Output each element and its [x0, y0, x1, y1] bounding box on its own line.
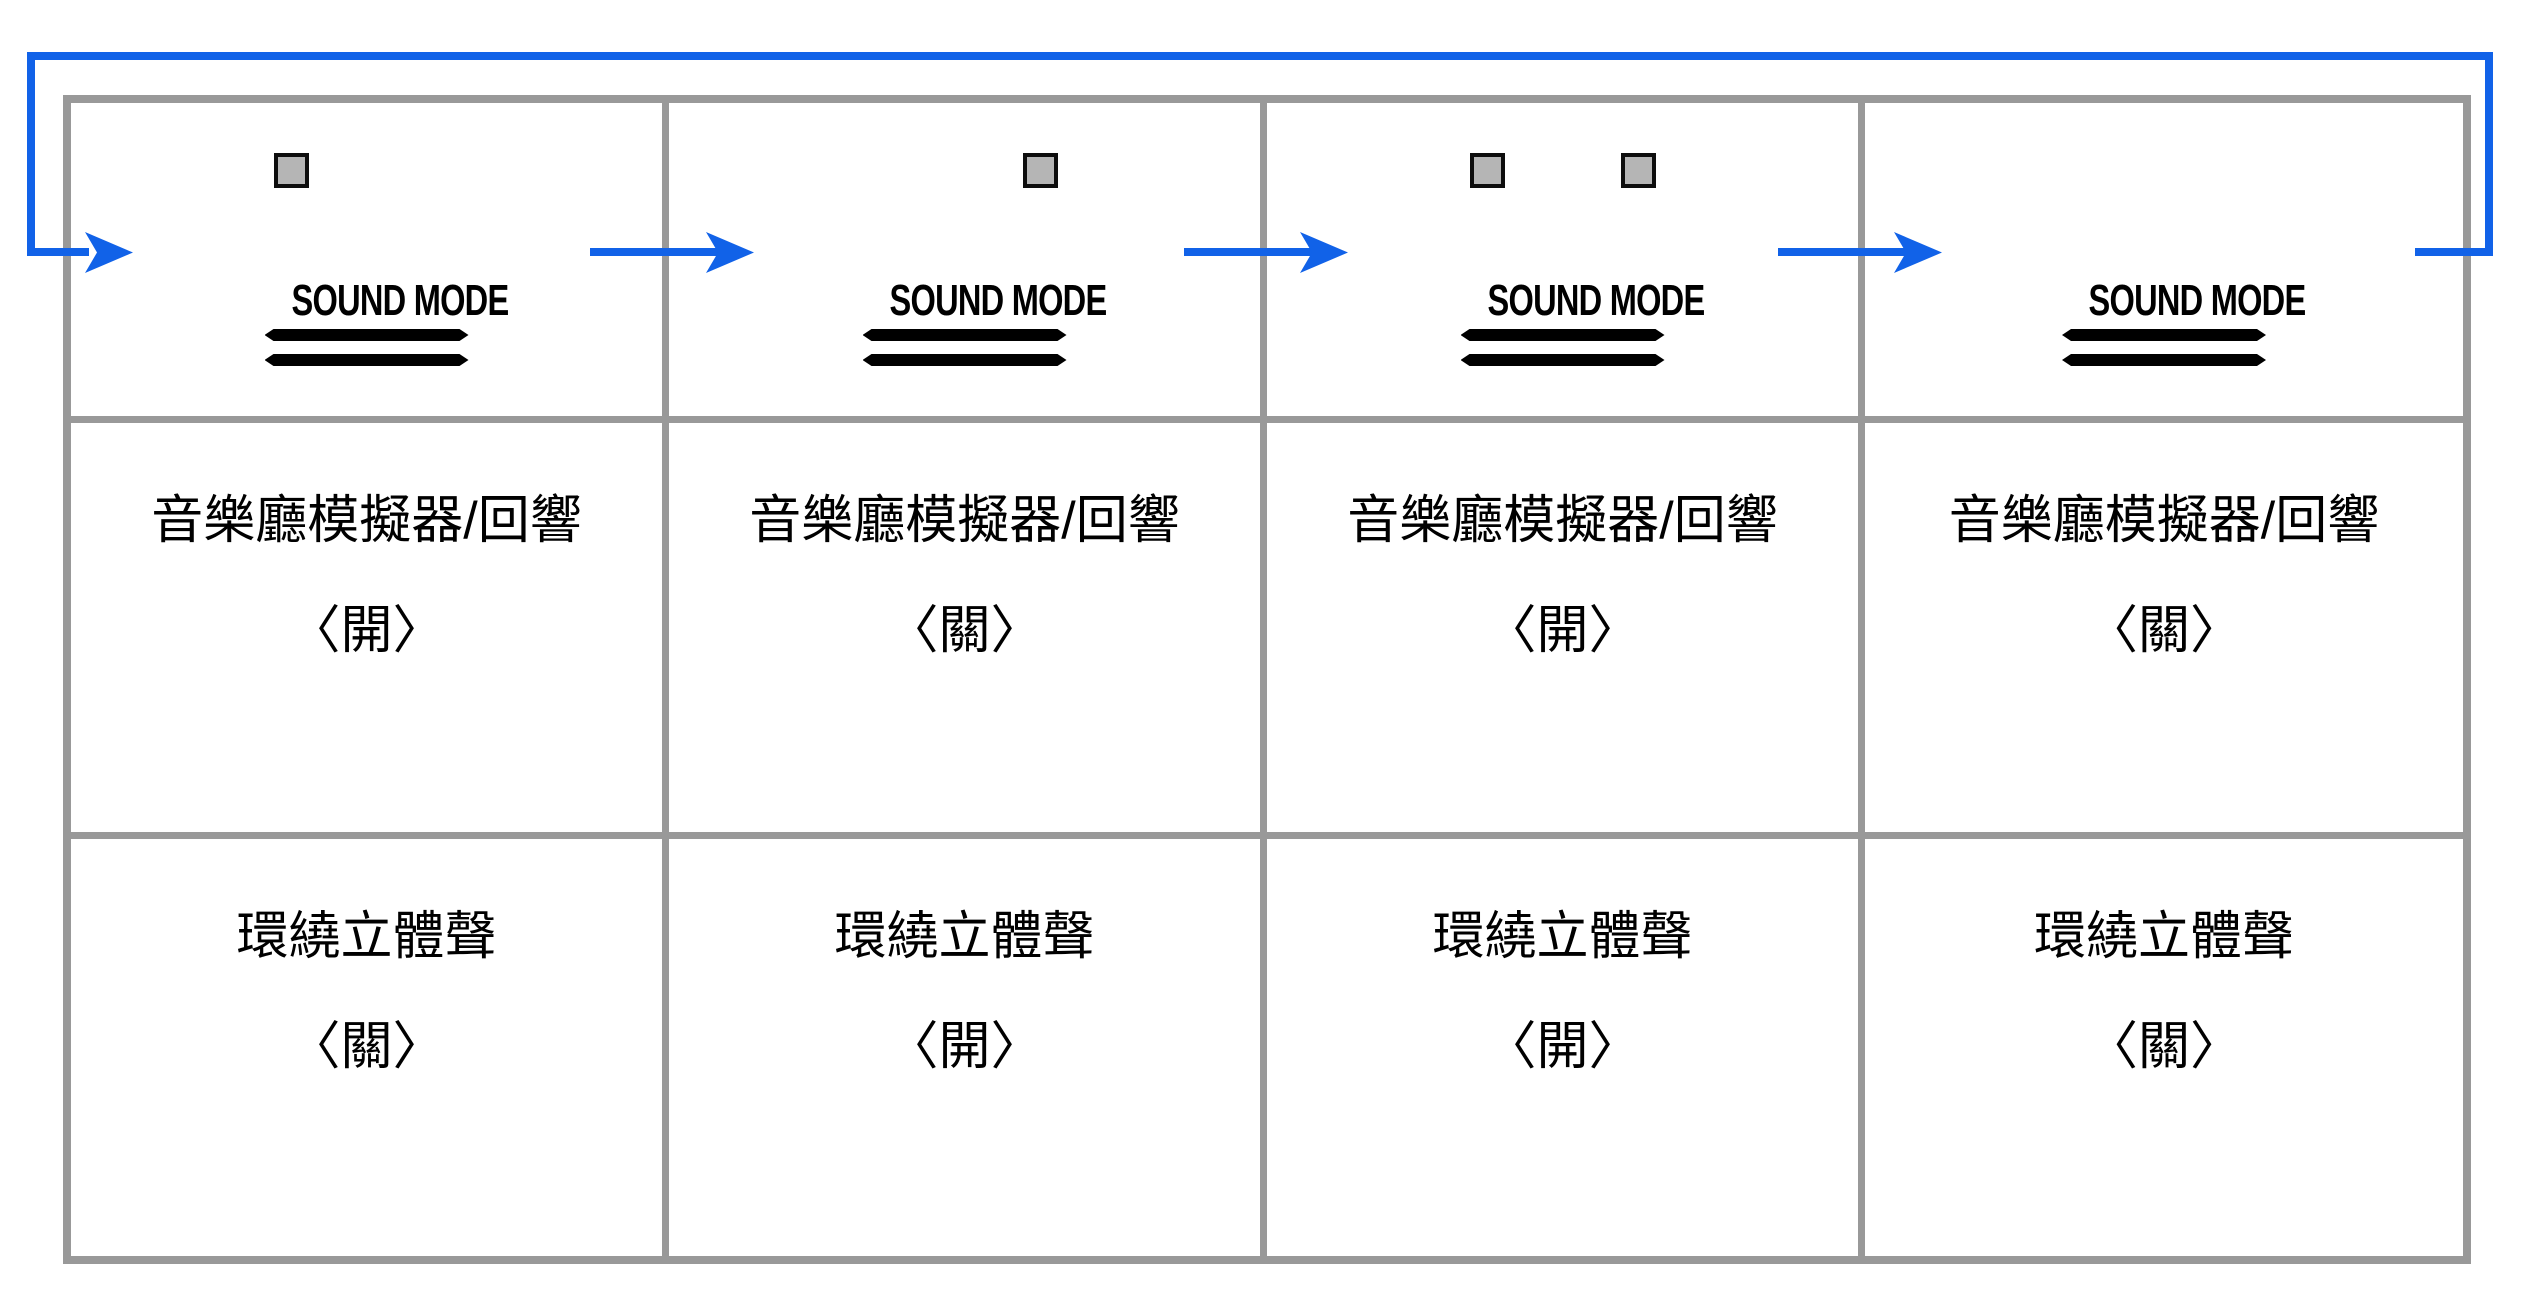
surround-label: 環繞立體聲	[236, 908, 497, 966]
sound-mode-button: SOUND MODE	[2062, 276, 2307, 366]
hall-value: 〈開〉	[288, 602, 445, 660]
surround-label: 環繞立體聲	[834, 908, 1095, 966]
hall-value: 〈關〉	[2085, 602, 2242, 660]
step-2-hall-cell: 音樂廳模擬器/回響 〈關〉	[669, 423, 1267, 839]
indicator-square-left-icon	[1469, 153, 1505, 188]
indicator-square-right-icon	[1022, 153, 1058, 188]
button-bar-icon	[863, 354, 1067, 366]
cycle-arrow-3-shaft	[1778, 248, 1907, 256]
cycle-arrow-2-shaft	[1184, 248, 1313, 256]
sound-mode-button: SOUND MODE	[1461, 276, 1705, 366]
loop-right-line	[2485, 52, 2493, 256]
button-bar-icon	[2062, 354, 2266, 366]
step-1-surround-cell: 環繞立體聲 〈關〉	[71, 839, 669, 1256]
step-4-surround-cell: 環繞立體聲 〈關〉	[1865, 839, 2463, 1256]
button-bar-icon	[1461, 329, 1665, 341]
step-2-button-cell: SOUND MODE	[669, 103, 1267, 423]
sound-mode-label: SOUND MODE	[1487, 276, 1705, 325]
button-bar-icon	[265, 354, 469, 366]
surround-value: 〈開〉	[886, 1018, 1043, 1076]
step-3-button-cell: SOUND MODE	[1267, 103, 1865, 423]
mode-table: SOUND MODE SOUND MODE SOUND MODE	[63, 95, 2471, 1264]
surround-label: 環繞立體聲	[2033, 908, 2294, 966]
step-3-hall-cell: 音樂廳模擬器/回響 〈開〉	[1267, 423, 1865, 839]
surround-value: 〈關〉	[288, 1018, 445, 1076]
hall-label: 音樂廳模擬器/回響	[749, 492, 1180, 550]
sound-mode-label: SOUND MODE	[291, 276, 509, 325]
button-bar-icon	[265, 329, 469, 341]
hall-value: 〈開〉	[1484, 602, 1641, 660]
hall-value: 〈關〉	[886, 602, 1043, 660]
hall-label: 音樂廳模擬器/回響	[1347, 492, 1778, 550]
entry-arrow-shaft	[27, 248, 89, 256]
surround-value: 〈開〉	[1484, 1018, 1641, 1076]
surround-label: 環繞立體聲	[1432, 908, 1693, 966]
step-4-button-cell: SOUND MODE	[1865, 103, 2463, 423]
loop-top-line	[27, 52, 2493, 60]
sound-mode-label: SOUND MODE	[2088, 276, 2307, 325]
step-1-button-cell: SOUND MODE	[71, 103, 669, 423]
step-2-surround-cell: 環繞立體聲 〈開〉	[669, 839, 1267, 1256]
indicator-square-left-icon	[273, 153, 309, 188]
surround-value: 〈關〉	[2085, 1018, 2242, 1076]
hall-label: 音樂廳模擬器/回響	[151, 492, 582, 550]
sound-mode-button: SOUND MODE	[863, 276, 1107, 366]
cycle-arrow-1-shaft	[590, 248, 719, 256]
sound-mode-button: SOUND MODE	[265, 276, 509, 366]
loop-left-line	[27, 52, 35, 256]
step-1-hall-cell: 音樂廳模擬器/回響 〈開〉	[71, 423, 669, 839]
button-bar-icon	[1461, 354, 1665, 366]
button-bar-icon	[2062, 329, 2266, 341]
sound-mode-label: SOUND MODE	[889, 276, 1107, 325]
step-4-hall-cell: 音樂廳模擬器/回響 〈關〉	[1865, 423, 2463, 839]
indicator-square-right-icon	[1620, 153, 1656, 188]
loop-return-stub	[2415, 248, 2493, 256]
hall-label: 音樂廳模擬器/回響	[1948, 492, 2380, 550]
step-3-surround-cell: 環繞立體聲 〈開〉	[1267, 839, 1865, 1256]
button-bar-icon	[863, 329, 1067, 341]
